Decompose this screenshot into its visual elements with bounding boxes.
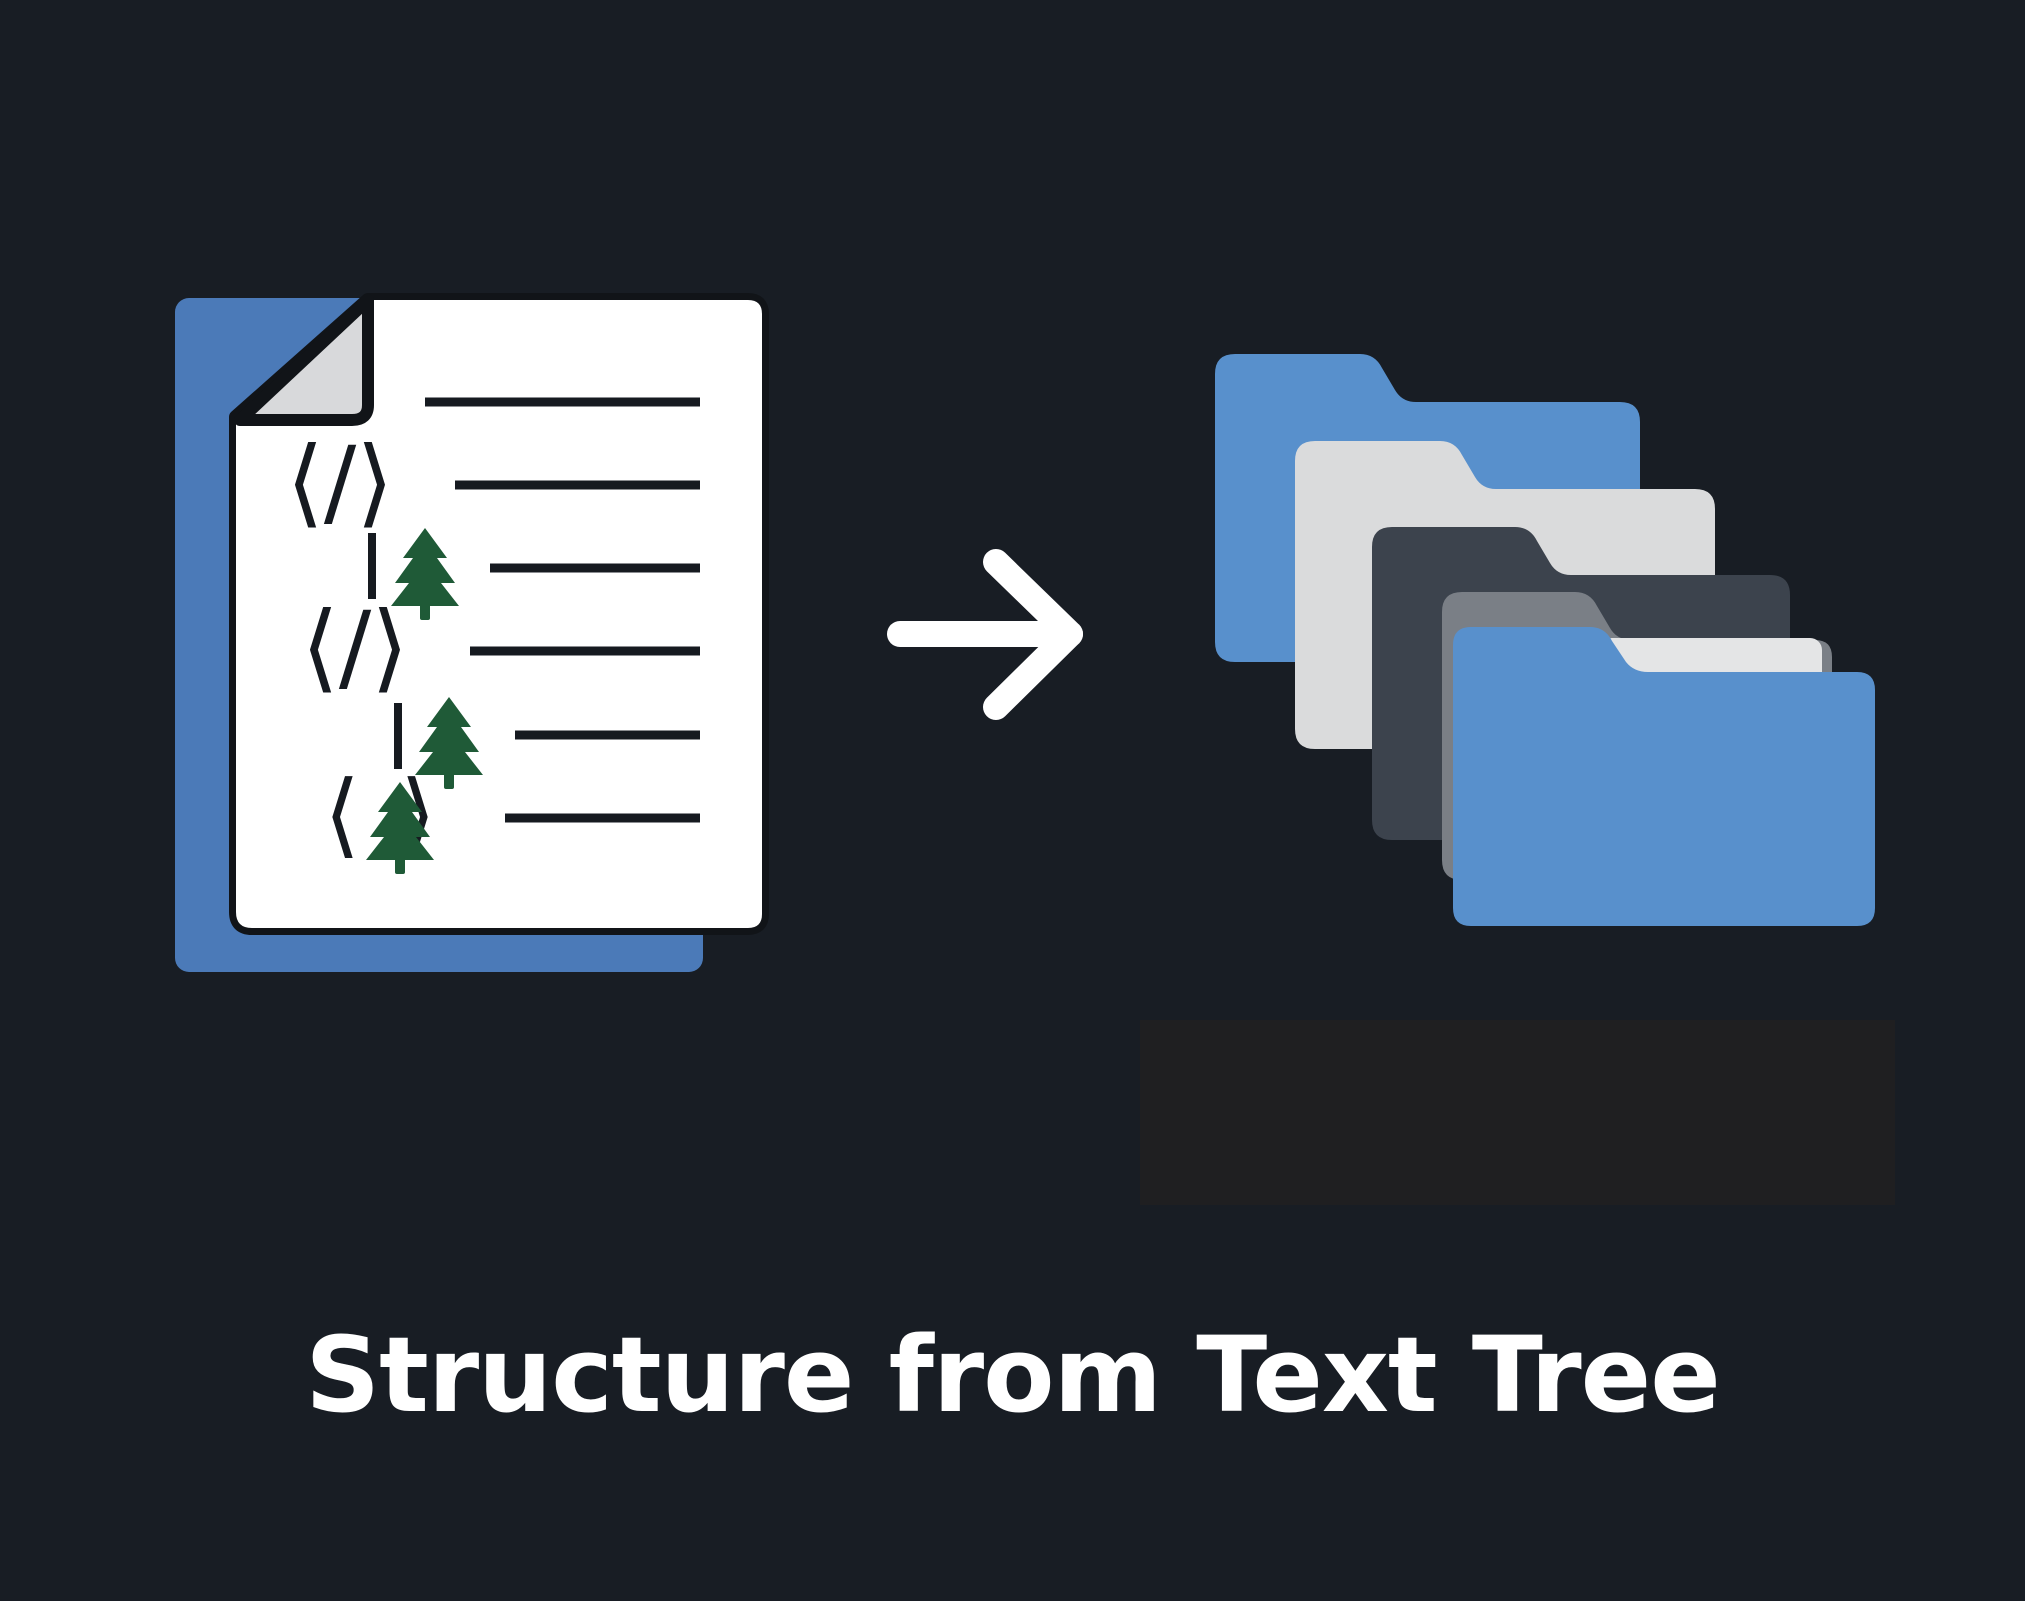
pine-tree-icon <box>415 697 483 789</box>
pine-tree-icon <box>366 782 434 874</box>
caption-title: Structure from Text Tree <box>305 1314 1720 1436</box>
stacked-folders-icon <box>1215 354 1875 926</box>
page-corner-fold <box>234 294 374 426</box>
text-tree-document-icon: ⟨/⟩ ⟨/⟩ ⟨⟩ <box>175 293 769 972</box>
tree-branch-markers <box>368 533 402 769</box>
dark-placeholder-block <box>1140 1020 1895 1205</box>
tree-branch-bar <box>368 533 376 599</box>
code-brackets-icon: ⟨/⟩ <box>301 591 408 703</box>
folder-front-blue <box>1453 627 1875 926</box>
arrow-right-icon <box>887 549 1083 720</box>
code-brackets-icon: ⟨/⟩ <box>286 426 393 538</box>
document-page <box>236 300 762 928</box>
pine-tree-icon <box>391 528 459 620</box>
text-lines <box>425 397 700 823</box>
tree-branch-bar <box>394 703 402 769</box>
